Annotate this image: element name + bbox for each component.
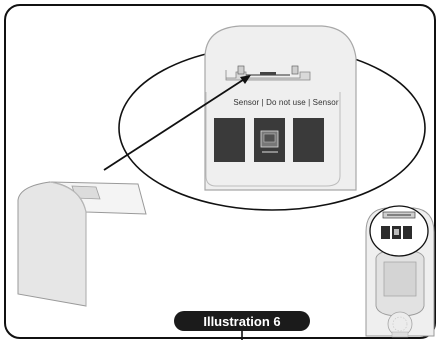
sensor-window-right bbox=[293, 118, 324, 162]
insert-arrow bbox=[103, 75, 251, 171]
device-top-zoomed bbox=[204, 25, 357, 191]
clip-accessory bbox=[17, 181, 147, 307]
center-connector bbox=[260, 130, 279, 153]
illustration-caption: Illustration 6 bbox=[174, 311, 310, 331]
small-zoom-ellipse bbox=[369, 205, 429, 257]
illustration-caption-text: Illustration 6 bbox=[203, 313, 281, 329]
window-labels: Sensor | Do not use | Sensor bbox=[233, 98, 339, 107]
sensor-window-left bbox=[214, 118, 245, 162]
clip-slot bbox=[225, 65, 311, 81]
